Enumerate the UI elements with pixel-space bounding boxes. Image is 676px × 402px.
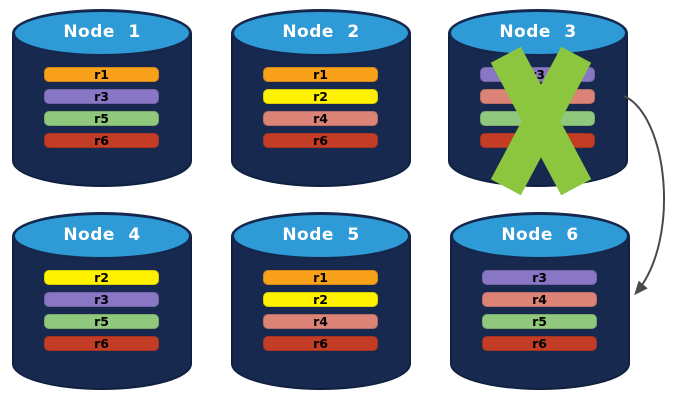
- replica-list: r1 r2 r4 r6: [263, 270, 378, 351]
- node-title: Node 1: [63, 22, 141, 42]
- replica-bar: r6: [44, 133, 159, 148]
- replica-bar: r6: [263, 133, 378, 148]
- replica-list: r3 r4 r5 r6: [482, 270, 597, 351]
- replica-label: r3: [532, 270, 547, 285]
- node-cylinder-body: [231, 33, 411, 187]
- replica-label: r4: [313, 314, 328, 329]
- replica-bar: r4: [263, 111, 378, 126]
- node-title: Node 2: [282, 22, 360, 42]
- replica-label: r6: [313, 133, 328, 148]
- replica-bar: r6: [263, 336, 378, 351]
- replica-label: r4: [313, 111, 328, 126]
- replica-bar: r3: [44, 89, 159, 104]
- replica-label: r5: [532, 314, 547, 329]
- replica-bar: r5: [482, 314, 597, 329]
- replica-label: r1: [313, 67, 328, 82]
- node-cylinder-top: Node 1: [12, 9, 192, 57]
- replica-bar: r6: [482, 336, 597, 351]
- replica-label: r6: [94, 133, 109, 148]
- replica-bar: r4: [263, 314, 378, 329]
- replica-bar: r3: [44, 292, 159, 307]
- node-cylinder-body: [231, 236, 411, 390]
- replica-label: r5: [94, 314, 109, 329]
- node-cylinder-top: Node 2: [231, 9, 411, 57]
- replica-bar: r5: [44, 314, 159, 329]
- replica-label: r6: [94, 336, 109, 351]
- replica-label: r2: [313, 89, 328, 104]
- replica-bar: r1: [263, 270, 378, 285]
- replica-bar: r3: [482, 270, 597, 285]
- database-node: Node 6 r3 r4 r5 r6: [450, 212, 630, 390]
- node-cylinder-body: [12, 33, 192, 187]
- replica-label: r4: [532, 292, 547, 307]
- database-node: Node 1 r1 r3 r5 r6: [12, 9, 192, 187]
- node-cylinder-top: Node 5: [231, 212, 411, 260]
- replica-label: r6: [532, 336, 547, 351]
- replica-bar: r6: [44, 336, 159, 351]
- replica-label: r5: [94, 111, 109, 126]
- replica-list: r1 r2 r4 r6: [263, 67, 378, 148]
- node-title: Node 5: [282, 225, 360, 245]
- replica-bar: r1: [44, 67, 159, 82]
- replica-bar: r2: [263, 292, 378, 307]
- replica-bar: r5: [44, 111, 159, 126]
- database-node: Node 5 r1 r2 r4 r6: [231, 212, 411, 390]
- replica-bar: r4: [482, 292, 597, 307]
- node-title: Node 4: [63, 225, 141, 245]
- failure-x-icon: [488, 46, 594, 196]
- replica-bar: r2: [44, 270, 159, 285]
- database-node: Node 3 r3: [448, 9, 628, 196]
- replica-label: r3: [94, 292, 109, 307]
- replica-bar: r2: [263, 89, 378, 104]
- replica-list: r1 r3 r5 r6: [44, 67, 159, 148]
- replica-label: r2: [94, 270, 109, 285]
- database-node: Node 2 r1 r2 r4 r6: [231, 9, 411, 187]
- node-cylinder-body: [450, 236, 630, 390]
- replica-label: r3: [94, 89, 109, 104]
- replica-label: r2: [313, 292, 328, 307]
- node-title: Node 6: [501, 225, 579, 245]
- replica-list: r2 r3 r5 r6: [44, 270, 159, 351]
- replica-bar: r1: [263, 67, 378, 82]
- node-cylinder-top: Node 4: [12, 212, 192, 260]
- replica-label: r6: [313, 336, 328, 351]
- node-cylinder-top: Node 3: [448, 9, 628, 57]
- recovery-arrow-path: [623, 95, 666, 296]
- node-cylinder-top: Node 6: [450, 212, 630, 260]
- node-cylinder-body: [12, 236, 192, 390]
- replica-label: r1: [313, 270, 328, 285]
- node-title: Node 3: [499, 22, 577, 42]
- replica-label: r1: [94, 67, 109, 82]
- database-node: Node 4 r2 r3 r5 r6: [12, 212, 192, 390]
